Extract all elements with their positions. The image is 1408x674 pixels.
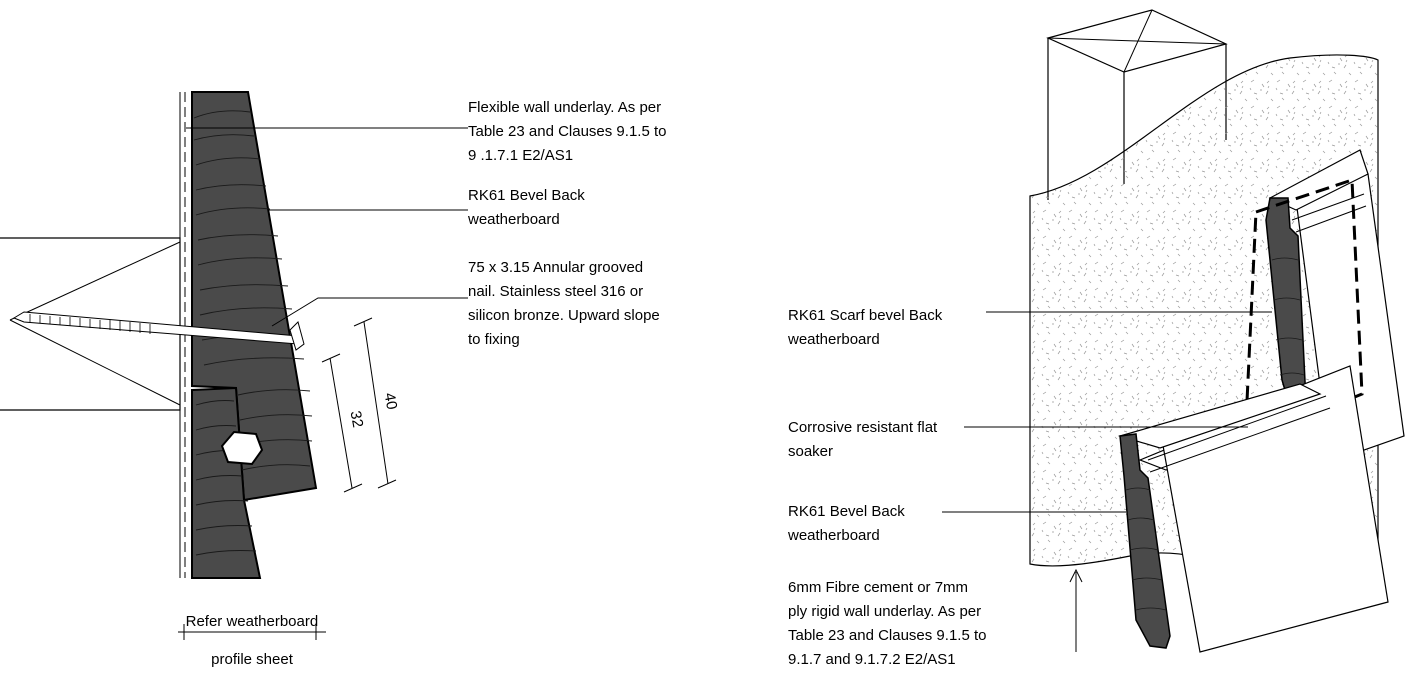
lower-weatherboard-groove: [1149, 407, 1331, 473]
nail-line: [9, 319, 181, 406]
nail-label: 75 x 3.15 Annular grooved nail. Stainles…: [468, 259, 664, 348]
dimension-lines: [321, 317, 397, 493]
nail-leader: [271, 297, 468, 327]
stud-top-cross: [1123, 9, 1153, 73]
right-isometric-detail: [942, 9, 1405, 653]
nail-head: [289, 321, 305, 351]
bevel-label: RK61 Bevel Back weatherboard: [787, 503, 909, 544]
rigid-underlay-label: 6mm Fibre cement or 7mm ply rigid wall u…: [788, 579, 991, 668]
lower-weatherboard: [191, 386, 262, 579]
lower-weatherboard-groove: [1147, 395, 1327, 461]
scarf-weatherboard-groove: [1291, 193, 1365, 221]
dimension-32: 32: [347, 410, 367, 429]
profile-grain: [1125, 257, 1305, 611]
scarf-label: RK61 Scarf bevel Back weatherboard: [787, 307, 946, 348]
tongue-groove: [220, 430, 264, 466]
soaker-label: Corrosive resistant flat soaker: [788, 419, 941, 460]
underlay-label: Flexible wall underlay. As per Table 23 …: [468, 99, 671, 164]
refer-dimension: [178, 624, 326, 640]
dimension-40: 40: [381, 392, 401, 411]
nail-line: [9, 241, 181, 321]
rigid-underlay-leader-head: [1069, 568, 1083, 583]
nail-annular-grooves: [29, 314, 151, 334]
weatherboard-label: RK61 Bevel Back weatherboard: [467, 187, 589, 228]
lower-weatherboard-top: [1117, 383, 1322, 449]
left-section-detail: [0, 91, 468, 640]
refer-label: Refer weatherboard profile sheet: [186, 613, 323, 668]
wood-grain: [193, 110, 313, 556]
lower-weatherboard-profile: [1119, 433, 1171, 649]
stud-top-cross: [1047, 37, 1227, 45]
